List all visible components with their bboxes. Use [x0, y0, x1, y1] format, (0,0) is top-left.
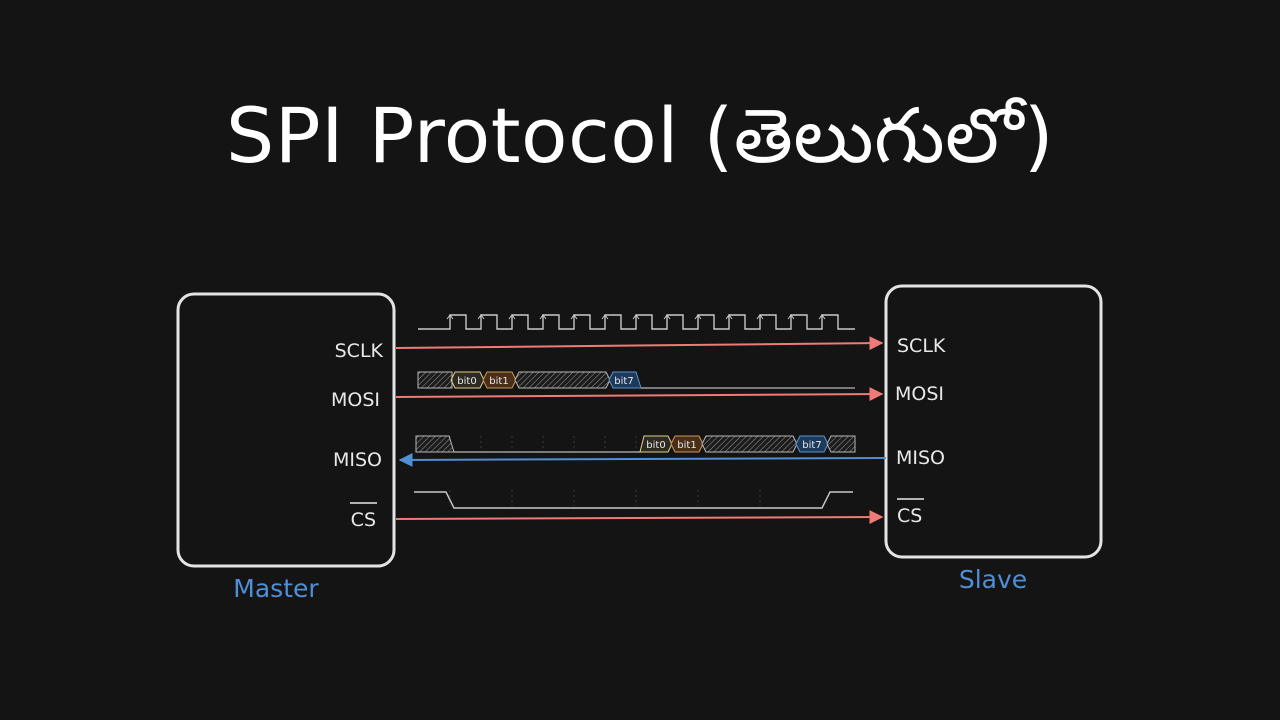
slave-cs-label: CS	[897, 505, 922, 527]
master-miso-label: MISO	[333, 449, 382, 471]
master-cs-label: CS	[351, 509, 376, 531]
master-box	[176, 292, 396, 568]
miso-idle-hatch	[415, 435, 455, 453]
mosi-arrow	[395, 387, 884, 402]
sclk-arrow	[395, 336, 884, 351]
miso-bit1-label: bit1	[677, 440, 696, 451]
miso-bit0-cell	[639, 435, 673, 453]
mosi-waveform: bit0 bit1 bit7	[417, 371, 855, 389]
cs-waveform	[414, 491, 853, 509]
master-label: Master	[233, 574, 319, 603]
mosi-bit1-cell	[482, 371, 517, 389]
mosi-idle-hatch	[417, 371, 453, 389]
slave-sclk-label: SCLK	[897, 335, 946, 357]
miso-waveform: bit0 bit1 bit7	[415, 435, 856, 453]
slave-label: Slave	[959, 565, 1027, 594]
master-sclk-label: SCLK	[335, 340, 384, 362]
sclk-waveform	[418, 314, 855, 330]
master-mosi-label: MOSI	[331, 389, 380, 411]
mosi-bit0-cell	[450, 371, 485, 389]
mosi-bit0-label: bit0	[457, 376, 476, 387]
sclk-edge-markers	[446, 314, 826, 320]
miso-end-hatch	[826, 435, 856, 453]
slave-box	[884, 284, 1103, 559]
miso-bit7-cell	[795, 435, 829, 453]
slave-miso-label: MISO	[896, 447, 945, 469]
miso-bit7-label: bit7	[802, 440, 821, 451]
miso-arrow	[398, 452, 887, 467]
slave-mosi-label: MOSI	[895, 383, 944, 405]
mosi-middle-hatch	[514, 371, 611, 389]
miso-bit1-cell	[670, 435, 704, 453]
mosi-bit1-label: bit1	[489, 376, 508, 387]
mosi-bit7-label: bit7	[614, 376, 633, 387]
mosi-bit7-cell	[608, 371, 642, 389]
miso-middle-hatch	[701, 435, 798, 453]
page-title: SPI Protocol (తెలుగులో)	[226, 91, 1054, 180]
miso-bit0-label: bit0	[646, 440, 665, 451]
cs-arrow	[395, 510, 884, 525]
